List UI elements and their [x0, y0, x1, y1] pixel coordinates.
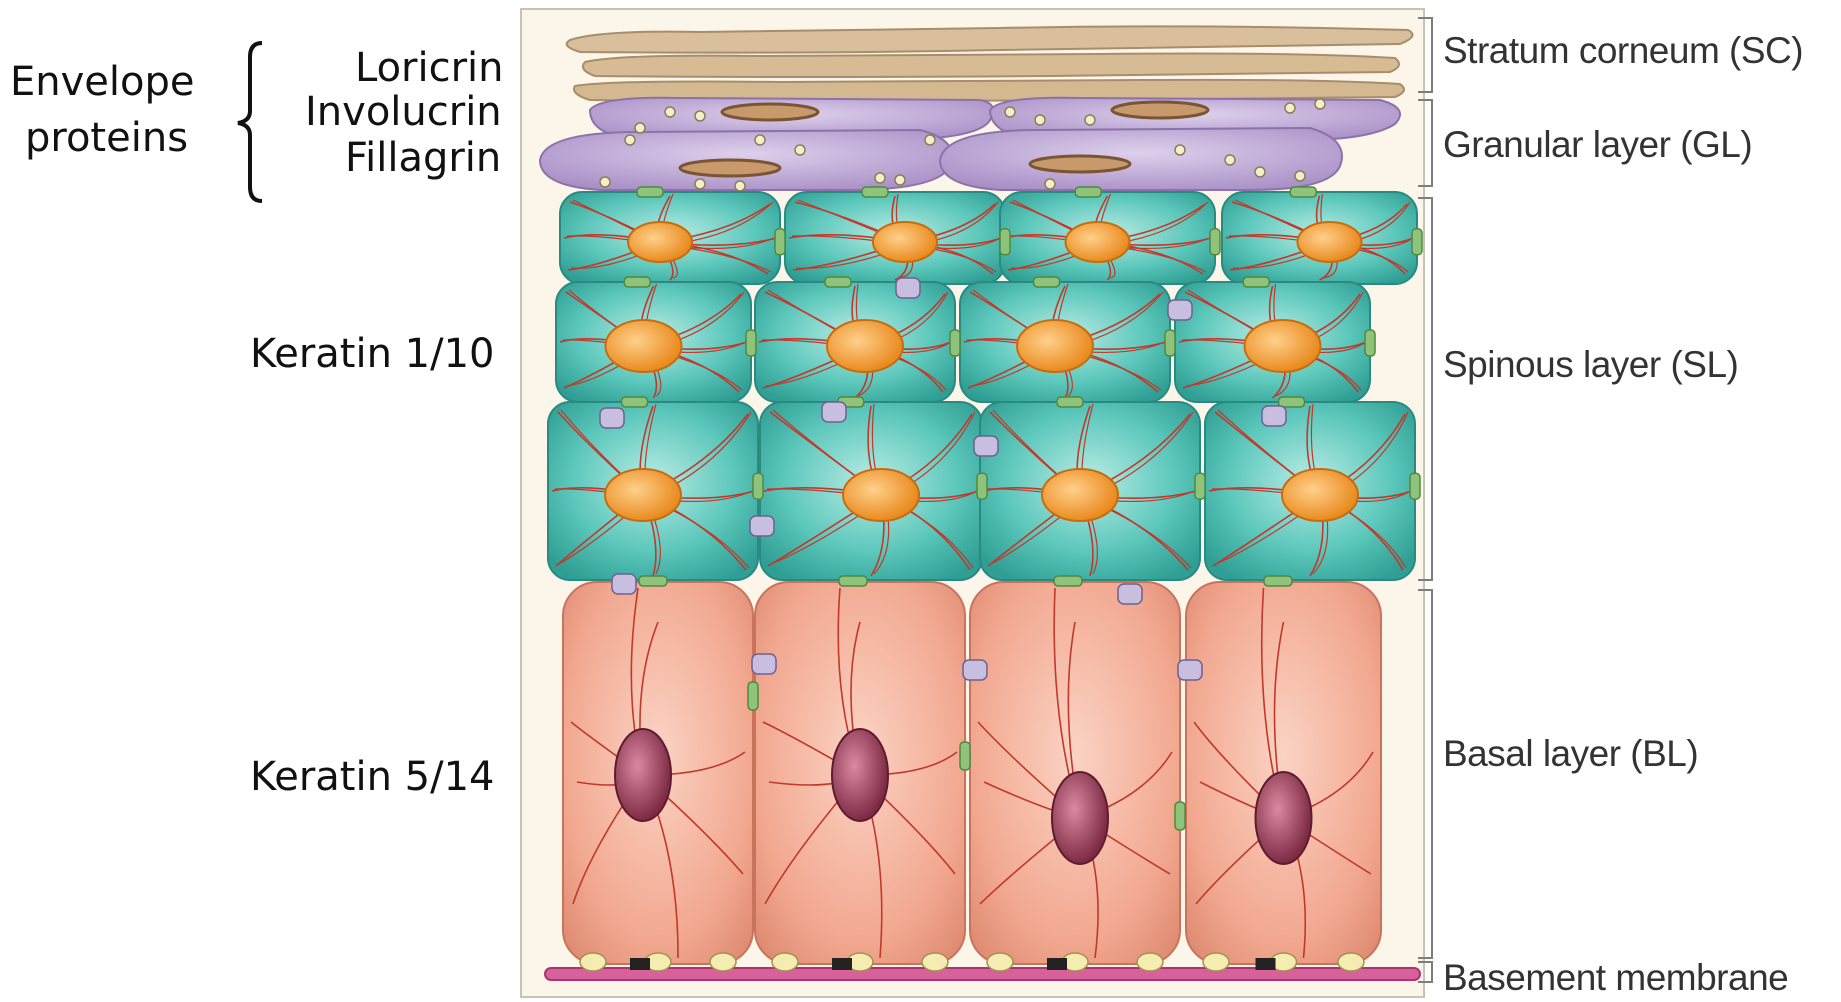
granule: [1225, 155, 1235, 165]
granule: [925, 135, 935, 145]
gap-junction: [750, 516, 774, 536]
desmosome: [977, 473, 987, 499]
desmosome: [1034, 277, 1060, 287]
basement-membrane-label: Basement membrane: [1443, 957, 1788, 999]
hemidesmosome: [630, 958, 650, 970]
desmosome: [1054, 576, 1082, 586]
desmosome: [1000, 229, 1010, 255]
granule: [635, 123, 645, 133]
basal-nucleus: [1052, 772, 1108, 864]
desmosome: [1057, 397, 1083, 407]
gap-junction: [963, 660, 987, 680]
granule: [1005, 107, 1015, 117]
granule: [1085, 115, 1095, 125]
gap-junction: [600, 408, 624, 428]
granule: [735, 181, 745, 191]
spinous-nucleus: [1042, 469, 1118, 521]
desmosome: [825, 277, 851, 287]
granule: [625, 135, 635, 145]
spinous-nucleus: [628, 222, 692, 262]
desmosome: [1290, 187, 1316, 197]
hemidesmosome: [832, 958, 852, 970]
focal-adhesion: [1338, 953, 1364, 971]
granule: [1315, 99, 1325, 109]
spinous-nucleus: [827, 320, 903, 372]
gap-junction: [612, 574, 636, 594]
desmosome: [1264, 576, 1292, 586]
desmosome: [624, 277, 650, 287]
basal-nucleus: [832, 729, 888, 821]
desmosome: [748, 682, 758, 710]
granule: [600, 177, 610, 187]
desmosome: [1175, 802, 1185, 830]
gap-junction: [822, 402, 846, 422]
gap-junction: [1262, 406, 1286, 426]
desmosome: [1195, 473, 1205, 499]
granule: [1285, 103, 1295, 113]
desmosome: [1165, 330, 1175, 356]
granule: [755, 135, 765, 145]
spinous-nucleus: [605, 469, 681, 521]
granule: [665, 107, 675, 117]
desmosome: [1279, 397, 1305, 407]
stratum-corneum-label: Stratum corneum (SC): [1443, 30, 1803, 72]
desmosome: [960, 742, 970, 770]
spinous-nucleus: [1066, 222, 1130, 262]
desmosome: [622, 397, 648, 407]
desmosome: [1365, 330, 1375, 356]
focal-adhesion: [772, 953, 798, 971]
desmosome: [1075, 187, 1101, 197]
spinous-nucleus: [843, 469, 919, 521]
spinous-nucleus: [873, 222, 937, 262]
spinous-nucleus: [1282, 469, 1358, 521]
focal-adhesion: [987, 953, 1013, 971]
layer-brackets: [1418, 18, 1432, 982]
hemidesmosome: [1047, 958, 1067, 970]
desmosome: [1412, 229, 1422, 255]
spinous-nucleus: [606, 320, 682, 372]
gap-junction: [896, 278, 920, 298]
gap-junction: [1178, 660, 1202, 680]
desmosome: [1410, 473, 1420, 499]
desmosome: [862, 187, 888, 197]
focal-adhesion: [710, 953, 736, 971]
stratum-corneum-layer: [567, 26, 1413, 101]
spinous-nucleus: [1017, 320, 1093, 372]
spinous-nucleus: [1298, 222, 1362, 262]
granule: [795, 145, 805, 155]
granule: [695, 179, 705, 189]
focal-adhesion: [1203, 953, 1229, 971]
desmosome: [753, 473, 763, 499]
granular-layer-label: Granular layer (GL): [1443, 124, 1752, 166]
focal-adhesion: [580, 953, 606, 971]
desmosome: [1210, 229, 1220, 255]
desmosome: [637, 187, 663, 197]
desmosome: [746, 330, 756, 356]
basal-nucleus: [615, 729, 671, 821]
hemidesmosome: [1256, 958, 1276, 970]
gap-junction: [974, 436, 998, 456]
granule: [1035, 115, 1045, 125]
granule: [1255, 167, 1265, 177]
basal-layer-label: Basal layer (BL): [1443, 733, 1698, 775]
granule: [1045, 179, 1055, 189]
desmosome: [950, 330, 960, 356]
focal-adhesion: [1137, 953, 1163, 971]
desmosome: [775, 229, 785, 255]
granule: [875, 173, 885, 183]
focal-adhesion: [922, 953, 948, 971]
spinous-layer-label: Spinous layer (SL): [1443, 344, 1738, 386]
granule: [695, 111, 705, 121]
granule: [1295, 171, 1305, 181]
granule: [1175, 145, 1185, 155]
spinous-nucleus: [1245, 320, 1321, 372]
granule: [895, 175, 905, 185]
basal-nucleus: [1256, 772, 1312, 864]
gap-junction: [1168, 300, 1192, 320]
desmosome: [839, 576, 867, 586]
desmosome: [639, 576, 667, 586]
gap-junction: [752, 654, 776, 674]
desmosome: [1243, 277, 1269, 287]
gap-junction: [1118, 584, 1142, 604]
